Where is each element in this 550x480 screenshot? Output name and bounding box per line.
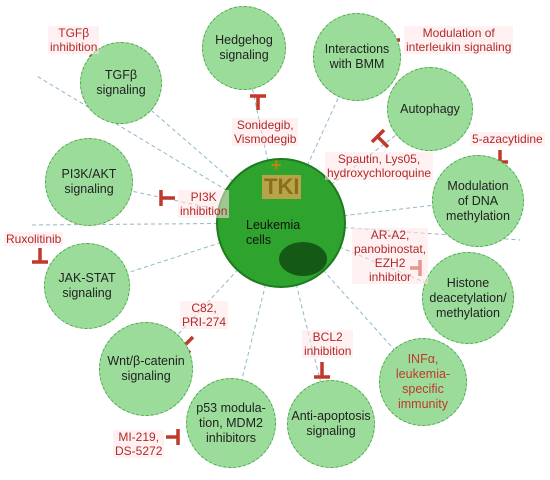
label-pi3k-inhibition: PI3K inhibition [178,190,230,218]
spoke-dna [280,199,479,224]
inhibit-arrow-p53 [166,429,180,445]
label-5-azacytidine: 5-azacytidine [470,132,545,146]
label-sonidegib-vismodegib: Sonidegib, Vismodegib [232,118,299,146]
spoke-wnt [145,222,282,370]
inhibit-arrow-jak [32,248,48,264]
label-interleukin-modulation: Modulation of interleukin signaling [404,26,514,54]
label-tgfb-inhibition: TGFβ inhibition [48,26,100,54]
node-anti-apoptosis: Anti-apoptosis signaling [287,380,375,468]
node-infa-immunity: INFα, leukemia- specific immunity [379,338,467,426]
label-c82-pri274: C82, PRI-274 [180,301,229,329]
label-bcl2-inhibition: BCL2 inhibition [302,330,354,358]
label-ruxolitinib: Ruxolitinib [4,232,64,246]
node-wnt-catenin: Wnt/β-catenin signaling [99,322,193,416]
node-autophagy: Autophagy [387,67,473,151]
inhibit-arrow-hedgehog [250,94,266,110]
inhibit-arrow-autophagy [370,128,390,149]
node-dna-methylation: Modulation of DNA methylation [432,155,524,247]
inhibit-arrow-antiapop [314,362,330,379]
tki-label: TKI [262,174,302,199]
node-p53-modulation: p53 modula- tion, MDM2 inhibitors [186,378,276,468]
plus-sign: + [271,155,282,175]
node-hedgehog-signaling: Hedgehog signaling [202,6,286,90]
node-pi3k-akt: PI3K/AKT signaling [45,138,133,226]
label-mi219-ds5272: MI-219, DS-5272 [113,430,165,458]
spoke-extra-1 [34,74,282,224]
node-interactions-with-bmm: Interactions with BMM [313,13,401,101]
leukemia-cells-label: Leukemia cells [246,218,301,247]
cell-nucleus [279,242,327,276]
node-jak-stat: JAK-STAT signaling [44,243,130,329]
inhibit-arrow-pi3k [159,190,175,206]
label-spautin-lys05: Spautin, Lys05, hydroxychloroquine [325,152,434,180]
node-histone-deacetylation: Histone deacetylation/ methylation [422,252,514,344]
node-tgfb-signaling: TGFβ signaling [80,42,162,124]
label-ar-a2-panobinostat: AR-A2, panobinostat, EZH2 inhibitor [352,228,429,284]
